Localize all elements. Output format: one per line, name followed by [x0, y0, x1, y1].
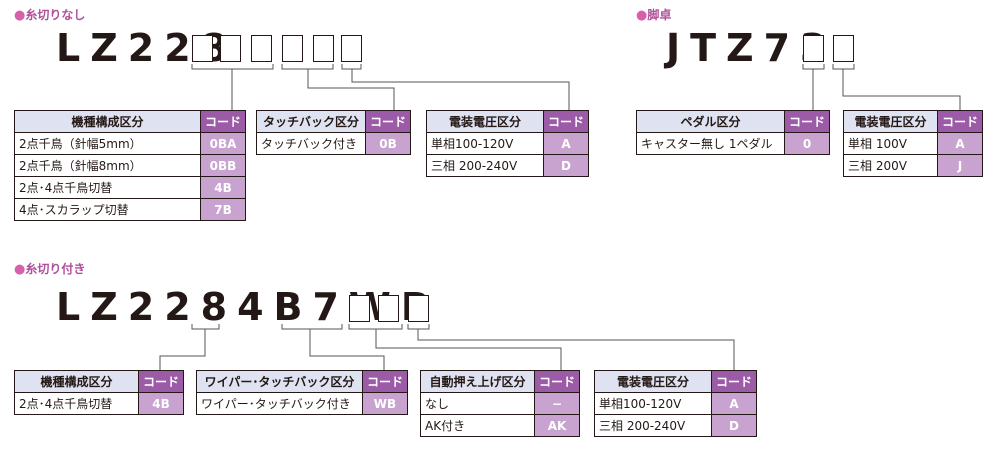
section-title: 糸切りなし: [25, 8, 86, 22]
row-code: 7B: [199, 198, 247, 221]
table-header-code: コード: [710, 370, 758, 393]
table-header-code: コード: [936, 110, 984, 133]
table-header-code: コード: [542, 110, 590, 133]
row-label: 三相 200-240V: [426, 154, 544, 177]
table-header-code: コード: [364, 110, 412, 133]
placeholder-box: [833, 35, 854, 62]
row-label: 三相 200-240V: [594, 414, 712, 437]
row-label: 2点･4点千鳥切替: [14, 392, 139, 415]
placeholder-box: [378, 295, 399, 322]
table-row: 2点千鳥（針幅8mm）0BB: [14, 154, 247, 177]
table-row: なし−: [420, 392, 581, 415]
table-header-code: コード: [137, 370, 185, 393]
table-row: 2点千鳥（針幅5mm）0BA: [14, 132, 247, 155]
row-code: 4B: [137, 392, 185, 415]
model-code-jtz73: JTZ73: [666, 26, 837, 70]
section-label-stand: ●脚卓: [636, 6, 671, 23]
placeholder-box: [282, 35, 303, 62]
row-label: 単相100-120V: [594, 392, 712, 415]
row-label: 単相100-120V: [426, 132, 544, 155]
table-header-title: 機種構成区分: [14, 110, 201, 133]
bullet-dot-icon: ●: [14, 8, 26, 23]
row-code: D: [542, 154, 590, 177]
table-machine-config: 機種構成区分 コード 2点千鳥（針幅5mm）0BA 2点千鳥（針幅8mm）0BB…: [14, 110, 247, 221]
row-label: 2点千鳥（針幅5mm）: [14, 132, 201, 155]
row-label: 4点･スカラップ切替: [14, 198, 201, 221]
placeholder-box: [341, 35, 362, 62]
row-code: −: [533, 392, 581, 415]
row-code: 0BB: [199, 154, 247, 177]
row-code: AK: [533, 414, 581, 437]
section-title: 糸切り付き: [25, 262, 86, 276]
placeholder-box: [251, 35, 272, 62]
row-code: A: [936, 132, 984, 155]
placeholder-box: [220, 35, 241, 62]
row-code: D: [710, 414, 758, 437]
row-label: タッチバック付き: [256, 132, 366, 155]
row-code: 0: [783, 132, 831, 155]
section-label-no-thread: ●糸切りなし: [14, 6, 85, 23]
row-label: 三相 200V: [843, 154, 938, 177]
table-header-title: タッチバック区分: [256, 110, 366, 133]
row-label: 2点千鳥（針幅8mm）: [14, 154, 201, 177]
table-header-title: 機種構成区分: [14, 370, 139, 393]
table-header-title: 電装電圧区分: [843, 110, 938, 133]
table-header-code: コード: [199, 110, 247, 133]
table-header-code: コード: [361, 370, 409, 393]
placeholder-box: [408, 295, 429, 322]
placeholder-box: [313, 35, 334, 62]
row-label: 単相 100V: [843, 132, 938, 155]
table-header-title: 電装電圧区分: [594, 370, 712, 393]
table-header-title: ペダル区分: [636, 110, 785, 133]
row-code: A: [710, 392, 758, 415]
row-code: 0B: [364, 132, 412, 155]
row-label: 2点･4点千鳥切替: [14, 176, 201, 199]
row-label: ワイパー･タッチバック付き: [196, 392, 363, 415]
table-header-title: 自動押え上げ区分: [420, 370, 535, 393]
row-label: キャスター無し 1ペダル: [636, 132, 785, 155]
row-code: 4B: [199, 176, 247, 199]
row-code: A: [542, 132, 590, 155]
table-header-code: コード: [783, 110, 831, 133]
section-label-with-thread: ●糸切り付き: [14, 260, 85, 277]
section-title: 脚卓: [647, 8, 672, 22]
table-header-code: コード: [533, 370, 581, 393]
row-code: WB: [361, 392, 409, 415]
placeholder-box: [349, 295, 370, 322]
row-code: 0BA: [199, 132, 247, 155]
placeholder-box: [803, 35, 824, 62]
table-header-title: ワイパー･タッチバック区分: [196, 370, 363, 393]
table-header-title: 電装電圧区分: [426, 110, 544, 133]
bullet-dot-icon: ●: [636, 8, 648, 23]
row-label: なし: [420, 392, 535, 415]
row-code: J: [936, 154, 984, 177]
bullet-dot-icon: ●: [14, 262, 26, 277]
placeholder-box: [192, 35, 213, 62]
row-label: AK付き: [420, 414, 535, 437]
